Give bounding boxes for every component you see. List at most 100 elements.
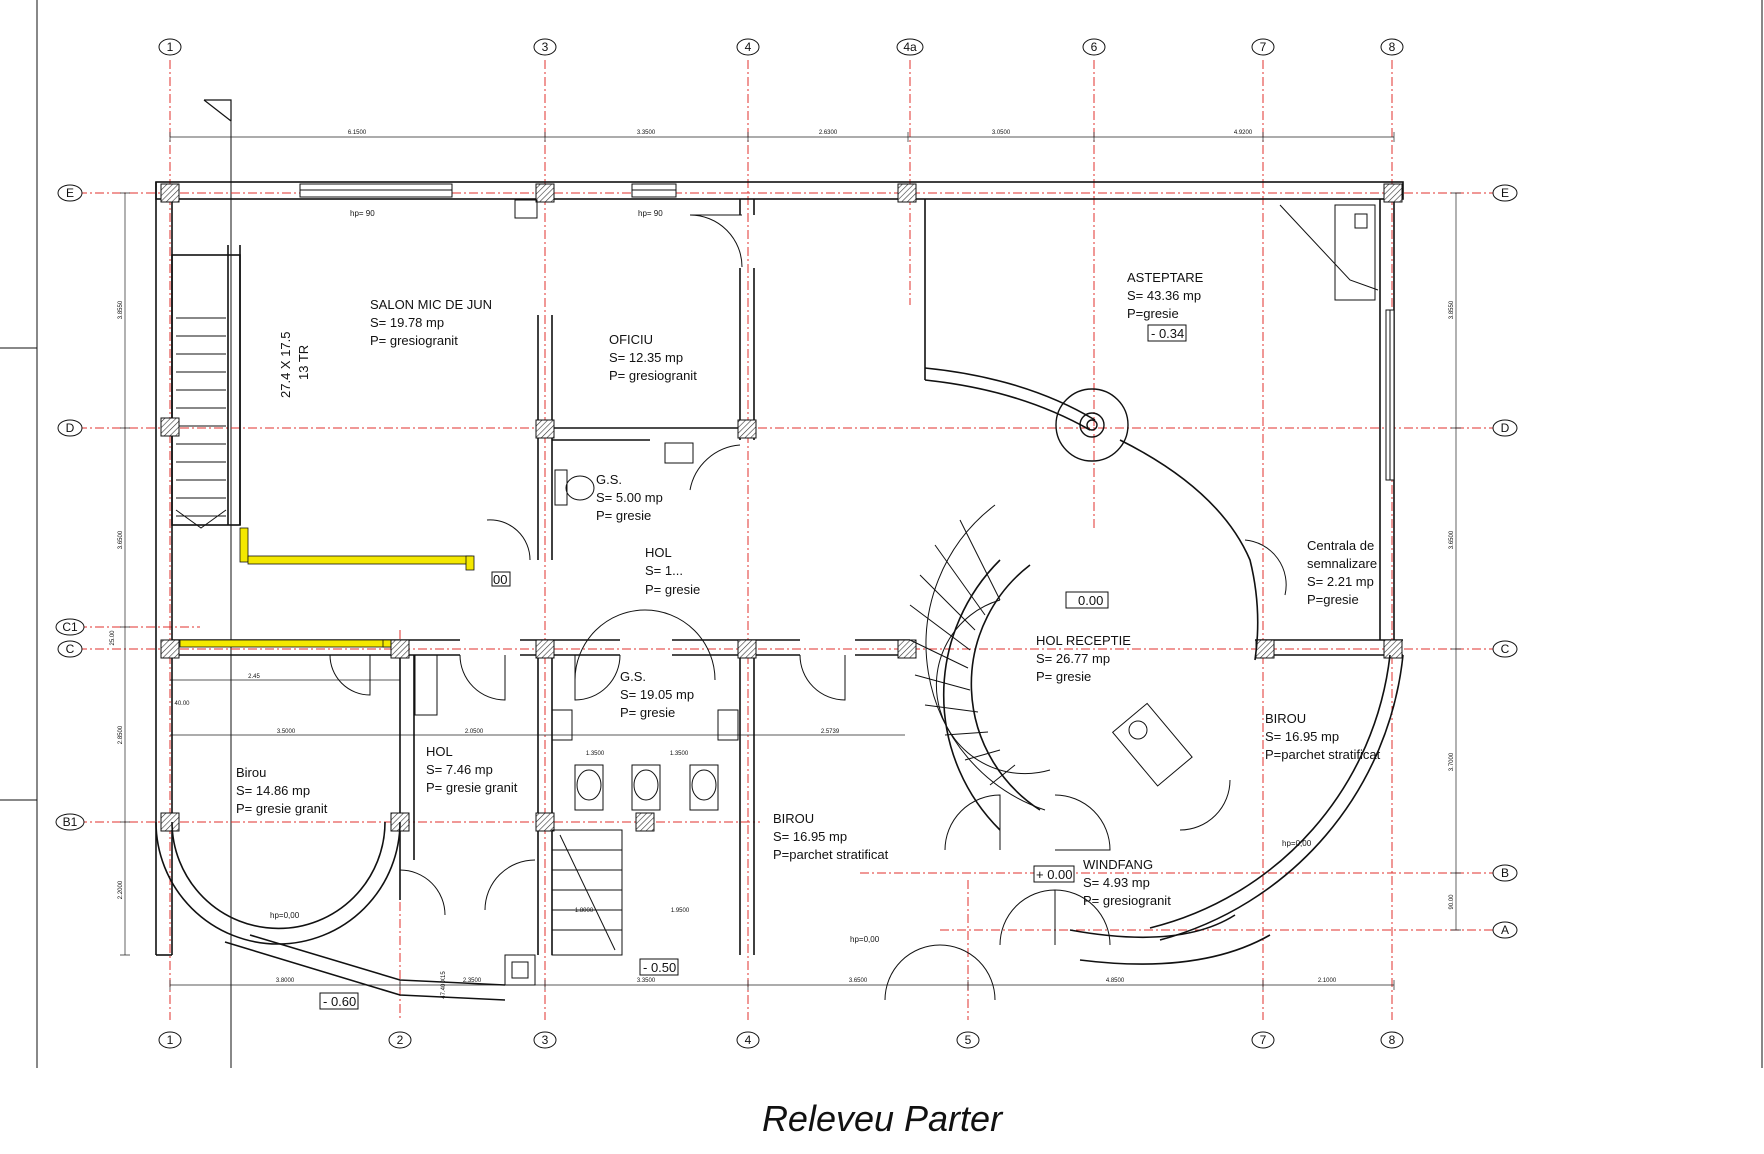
stair-label-1: 27.4 X 17.5 xyxy=(278,332,293,399)
room-birou-left: Birou S= 14.86 mp P= gresie granit xyxy=(236,765,328,816)
hp-label: hp= 90 xyxy=(638,209,663,218)
room-floor: P= gresiogranit xyxy=(1083,893,1171,908)
dimension-text: 2.8500 xyxy=(118,725,124,744)
room-floor: P= gresie xyxy=(645,582,700,597)
room-floor: P= gresie xyxy=(620,705,675,720)
level-value: - 0.50 xyxy=(643,960,676,975)
highlighted-walls xyxy=(179,527,475,648)
axis-bubble-8: 8 xyxy=(1380,38,1404,56)
room-hol-2: HOL S= 7.46 mp P= gresie granit xyxy=(426,744,518,795)
axis-bubble-C: C xyxy=(1492,640,1518,658)
dimension-text: 40.00 xyxy=(174,701,190,707)
dimension-text: 3.6500 xyxy=(118,530,124,549)
axis-bubble-C: C xyxy=(57,640,83,658)
level-marker: - 0.50 xyxy=(639,958,679,976)
stair-small xyxy=(551,829,623,956)
axis-label: 2 xyxy=(397,1033,404,1047)
dimension-text: 3.0500 xyxy=(992,130,1011,136)
dimension-text: 2.3500 xyxy=(463,978,482,984)
room-name: ASTEPTARE xyxy=(1127,270,1204,285)
axis-bubble-8: 8 xyxy=(1380,1031,1404,1049)
room-floor: P= gresie xyxy=(596,508,651,523)
dimension-text: 2.0500 xyxy=(465,729,484,735)
axis-bubble-D: D xyxy=(1492,419,1518,437)
room-area: S= 12.35 mp xyxy=(609,350,683,365)
room-area: S= 43.36 mp xyxy=(1127,288,1201,303)
windows xyxy=(299,183,1395,481)
axis-label: D xyxy=(1501,421,1510,435)
room-name: BIROU xyxy=(773,811,814,826)
dimension-text: 90.00 xyxy=(1449,894,1455,910)
dimension-text: 2.6300 xyxy=(819,130,838,136)
spiral-stair xyxy=(909,504,1051,811)
level-marker: - 0.34 xyxy=(1147,324,1187,342)
axis-bubble-C1: C1 xyxy=(55,618,85,636)
axis-label: 1 xyxy=(167,1033,174,1047)
axis-bubble-3: 3 xyxy=(533,1031,557,1049)
dimension-text: 3.8550 xyxy=(1449,300,1455,319)
dimension-text: 3.8000 xyxy=(276,978,295,984)
stair-straight xyxy=(175,317,227,529)
axis-bubble-4: 4 xyxy=(736,38,760,56)
room-name-2: semnalizare xyxy=(1307,556,1377,571)
axis-label: 1 xyxy=(167,40,174,54)
axis-label: E xyxy=(1501,186,1509,200)
round-column xyxy=(1055,388,1129,462)
north-mark-diag xyxy=(203,99,232,122)
axis-label: 8 xyxy=(1389,40,1396,54)
axis-bubble-1: 1 xyxy=(158,38,182,56)
dimension-text: 2.1000 xyxy=(1318,978,1337,984)
window-height-labels: hp= 90 hp= 90 hp=0,00 hp=0,00 hp=0,00 xyxy=(270,209,1312,944)
dimension-text: 1.9500 xyxy=(671,908,690,914)
room-labels: SALON MIC DE JUN S= 19.78 mp P= gresiogr… xyxy=(236,270,1381,908)
room-name: SALON MIC DE JUN xyxy=(370,297,492,312)
room-area: S= 4.93 mp xyxy=(1083,875,1150,890)
level-value: 0.00 xyxy=(1078,593,1103,608)
axis-bubble-6: 6 xyxy=(1082,38,1106,56)
room-gs-2: G.S. S= 19.05 mp P= gresie xyxy=(620,669,694,720)
axis-bubble-2: 2 xyxy=(388,1031,412,1049)
dimension-text: 3.7000 xyxy=(1449,752,1455,771)
dimension-text: 3.3500 xyxy=(637,130,656,136)
room-area: S= 7.46 mp xyxy=(426,762,493,777)
dimension-text: 2.45 xyxy=(248,674,260,680)
axis-label: A xyxy=(1501,923,1509,937)
axis-bubble-5: 5 xyxy=(956,1031,980,1049)
room-name: Birou xyxy=(236,765,266,780)
axis-bubble-A: A xyxy=(1492,921,1518,939)
axis-label: C xyxy=(1501,642,1510,656)
axis-label: B1 xyxy=(63,815,78,829)
level-value: - 0.34 xyxy=(1151,326,1184,341)
room-name: BIROU xyxy=(1265,711,1306,726)
room-area: S= 14.86 mp xyxy=(236,783,310,798)
room-floor: P= gresiogranit xyxy=(609,368,697,383)
hp-label: hp=0,00 xyxy=(1282,839,1312,848)
axis-bubble-D: D xyxy=(57,419,83,437)
room-salon: SALON MIC DE JUN S= 19.78 mp P= gresiogr… xyxy=(370,297,492,348)
dimension-text: 1.3500 xyxy=(586,751,605,757)
axis-label: 5 xyxy=(965,1033,972,1047)
axis-bubble-1: 1 xyxy=(158,1031,182,1049)
dimension-text: 6.1500 xyxy=(348,130,367,136)
level-value: 00 xyxy=(493,572,507,587)
dimension-text: 1.3500 xyxy=(670,751,689,757)
dimension-text: 3.3500 xyxy=(637,978,656,984)
north-mark xyxy=(204,99,232,121)
axis-label: 4 xyxy=(745,40,752,54)
curved-walls xyxy=(155,367,1404,1001)
room-hol-receptie: HOL RECEPTIE S= 26.77 mp P= gresie xyxy=(1036,633,1131,684)
level-marker: 0.00 xyxy=(1065,591,1109,609)
axis-bubble-B1: B1 xyxy=(55,813,85,831)
axis-label: 4 xyxy=(745,1033,752,1047)
room-name: HOL xyxy=(426,744,453,759)
dimension-text: 25.00 xyxy=(110,630,116,646)
axis-grid xyxy=(78,60,1500,1020)
room-name: OFICIU xyxy=(609,332,653,347)
axis-bubble-4: 4 xyxy=(736,1031,760,1049)
room-floor: P= gresie granit xyxy=(426,780,518,795)
dimension-text: 2.5739 xyxy=(821,729,840,735)
axis-label: D xyxy=(66,421,75,435)
